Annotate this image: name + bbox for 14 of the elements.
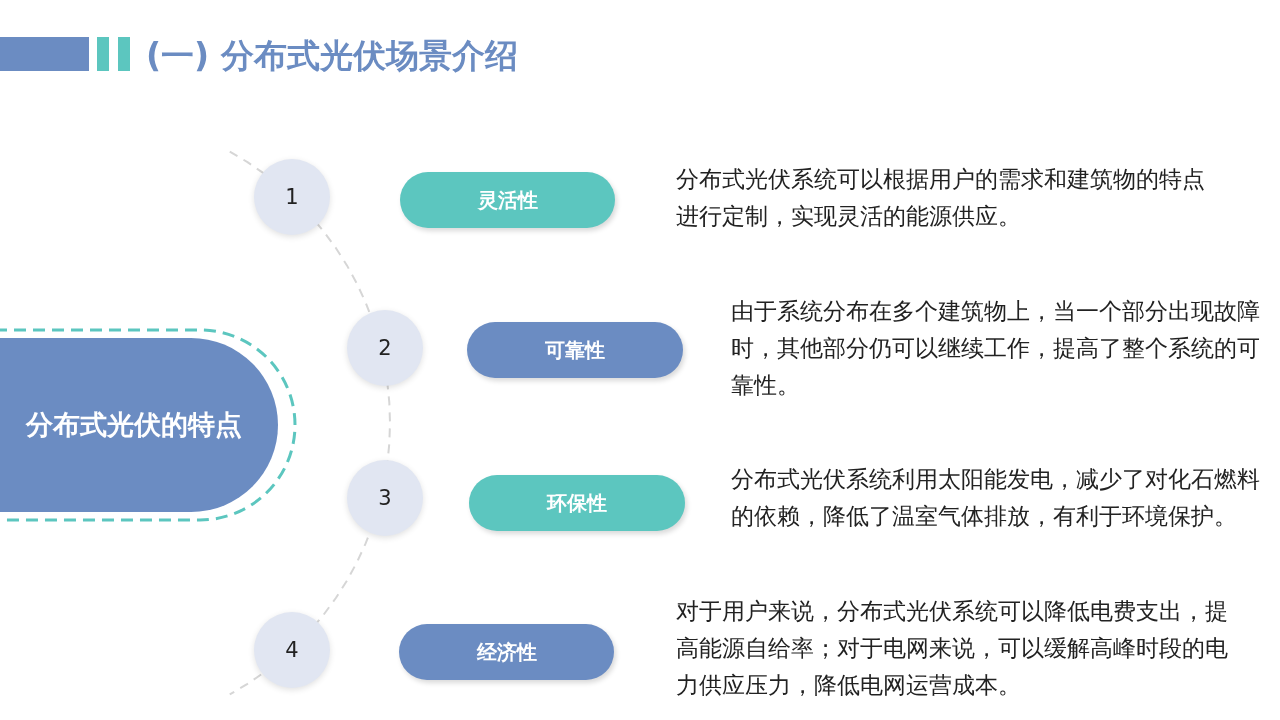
topic-box: 分布式光伏的特点 [0,338,278,512]
feature-pill: 可靠性 [467,322,683,378]
description-text: 分布式光伏系统利用太阳能发电，减少了对化石燃料的依赖，降低了温室气体排放，有利于环境保护。 [731,465,1261,531]
description-text: 对于用户来说，分布式光伏系统可以降低电费支出，提高能源自给率；对于电网来说，可以缓解高峰时段的电力供应压力，降低电网运营成本。 [676,597,1229,700]
number-circle: 3 [347,460,423,536]
feature-pill: 灵活性 [400,172,615,228]
feature-pill: 经济性 [399,624,614,680]
page-title: (一) 分布式光伏场景介绍 [146,35,518,77]
description-text: 由于系统分布在多个建筑物上，当一个部分出现故障时，其他部分仍可以继续工作，提高了整个系统的可靠性。 [731,297,1261,400]
description-text: 分布式光伏系统可以根据用户的需求和建筑物的特点进行定制，实现灵活的能源供应。 [676,165,1206,231]
number-circle: 1 [254,159,330,235]
number-circle: 4 [254,612,330,688]
feature-pill: 环保性 [469,475,685,531]
number-circle: 2 [347,310,423,386]
